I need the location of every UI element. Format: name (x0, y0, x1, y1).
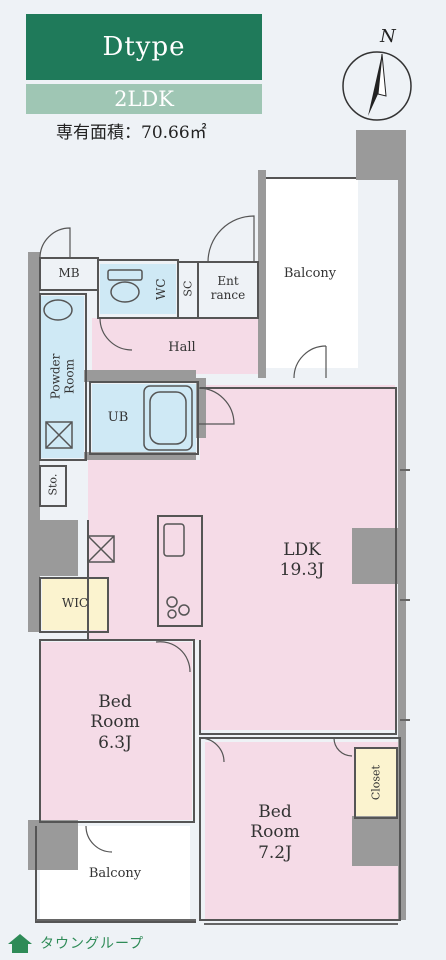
storage-label: Sto. (46, 473, 60, 496)
balcony-top-label: Balcony (283, 266, 337, 281)
ldk-label: LDK 19.3J (279, 540, 325, 581)
bed-room-1-label: Bed Room 6.3J (90, 692, 140, 753)
wic-label: WIC (61, 596, 89, 610)
house-logo-icon (8, 934, 32, 953)
powder-room-label: Powder Room (48, 353, 77, 400)
door-swings (39, 215, 353, 853)
wall-outlines (35, 177, 401, 923)
ub-label: UB (107, 410, 129, 425)
north-label: N (379, 26, 397, 47)
company-logo-text: タウングループ (40, 936, 145, 952)
room-fills (40, 178, 400, 922)
plan-type-title: Dtype (26, 14, 262, 80)
sc-label: SC (181, 280, 195, 297)
company-logo: タウングループ (6, 930, 186, 956)
structural-walls (28, 130, 406, 920)
balcony-bottom-label: Balcony (88, 866, 142, 881)
mb-label: MB (58, 266, 80, 280)
hall-label: Hall (168, 340, 196, 355)
entrance-label: Ent rance (210, 274, 246, 303)
bed-room-2-label: Bed Room 7.2J (250, 802, 300, 863)
compass-north-icon: N (342, 26, 412, 121)
fixtures (43, 269, 193, 619)
layout-type-label: 2LDK (26, 84, 262, 114)
closet-label: Closet (369, 765, 383, 801)
floor-area-label: 専有面積：70.66㎡ (56, 123, 207, 143)
windows (36, 469, 410, 925)
wc-label: WC (153, 278, 168, 300)
